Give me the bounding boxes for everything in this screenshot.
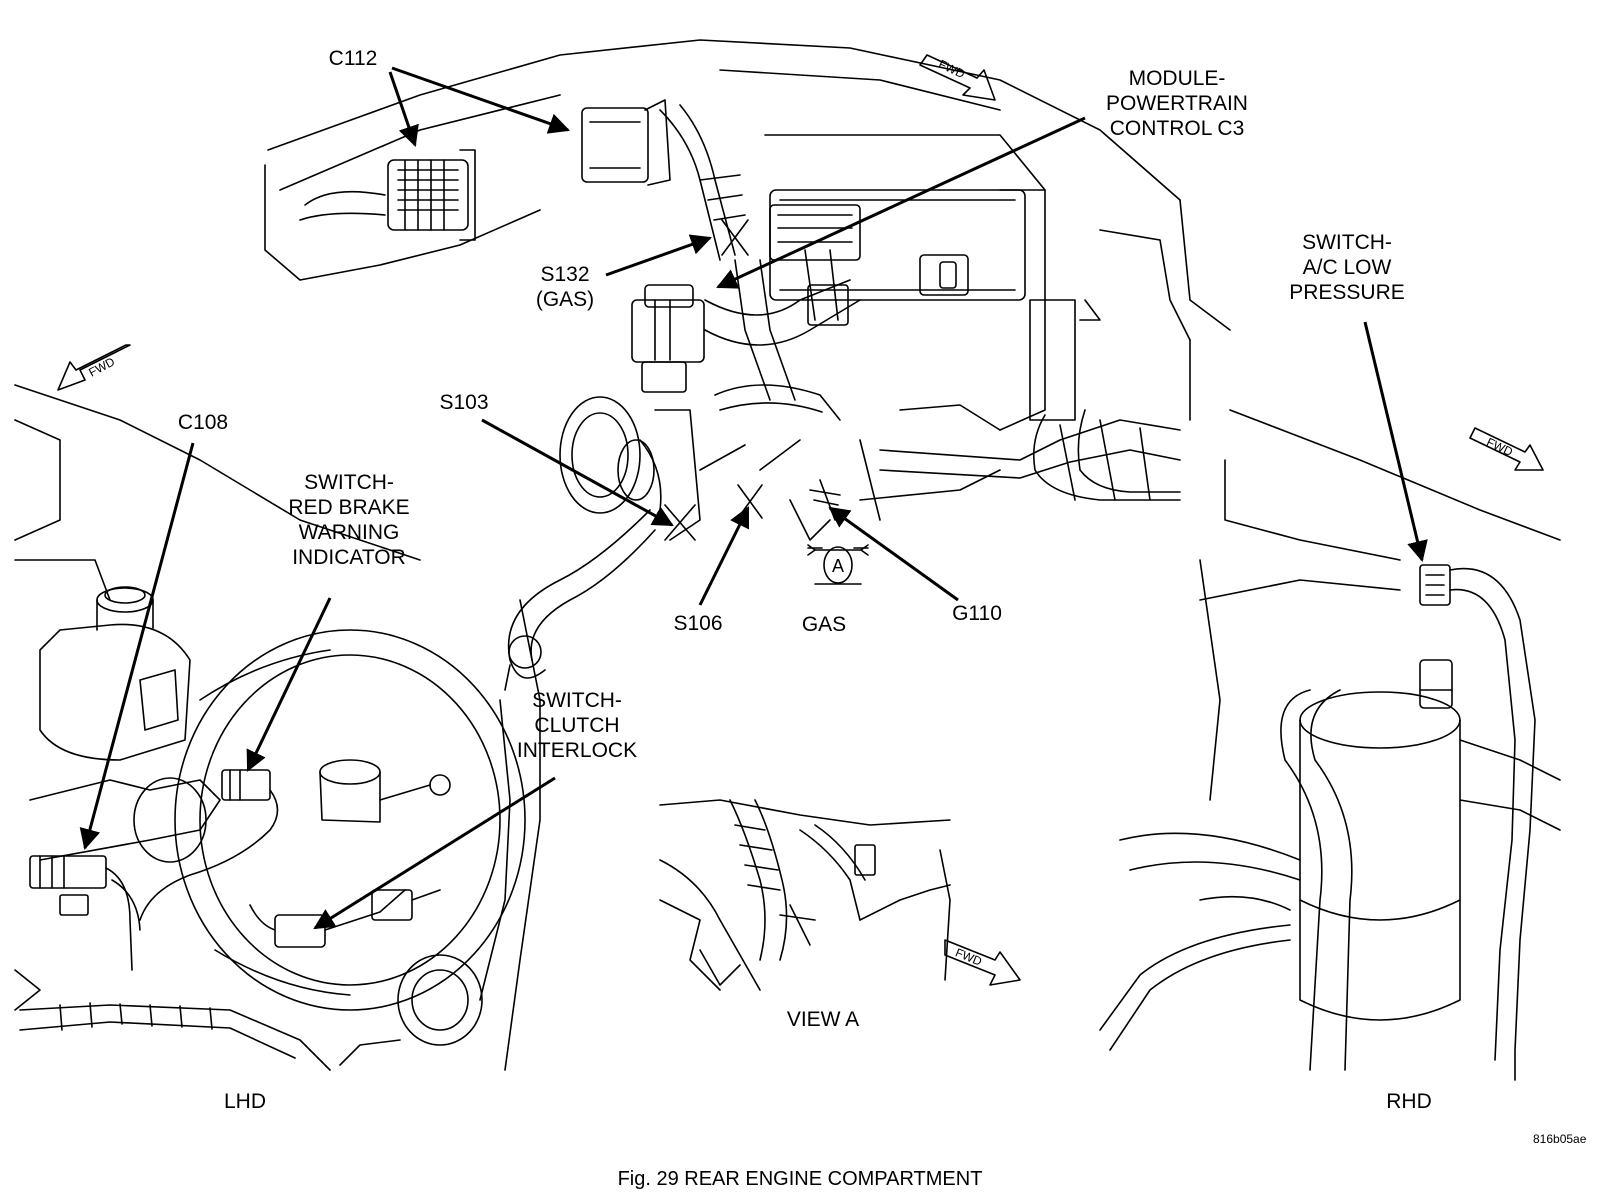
label-c112: C112 — [328, 47, 378, 70]
label-line: SWITCH- — [304, 471, 394, 494]
label-s103: S103 — [439, 391, 489, 414]
label-line: (GAS) — [535, 288, 595, 311]
rhd-view-drawing — [1099, 409, 1561, 1081]
fwd-arrow-icons — [57, 54, 1544, 986]
label-switch-clutch-interlock: SWITCH- CLUTCH INTERLOCK — [517, 688, 637, 763]
label-line: SWITCH- — [1302, 231, 1392, 254]
label-lhd: LHD — [223, 1090, 267, 1113]
view-a-marker — [807, 544, 869, 585]
label-line: PRESSURE — [1289, 281, 1405, 304]
leader-lines — [79, 66, 1428, 930]
label-switch-ac-low-pressure: SWITCH- A/C LOW PRESSURE — [1289, 230, 1405, 305]
label-s132-gas: S132 (GAS) — [536, 262, 594, 312]
figure-caption: Fig. 29 REAR ENGINE COMPARTMENT — [617, 1168, 983, 1190]
label-line: SWITCH- — [532, 689, 622, 712]
label-line: INTERLOCK — [516, 739, 638, 762]
label-view-marker-a: A — [831, 556, 845, 576]
label-view-a: VIEW A — [786, 1008, 860, 1031]
lhd-view-drawing — [14, 384, 541, 1071]
label-line: CLUTCH — [534, 714, 620, 737]
label-line: POWERTRAIN — [1106, 92, 1248, 115]
label-line: MODULE- — [1128, 67, 1226, 90]
label-line: INDICATOR — [292, 546, 406, 569]
top-view-drawing — [264, 39, 1231, 691]
label-s106: S106 — [673, 612, 723, 635]
label-c108: C108 — [177, 411, 229, 434]
label-line: S132 — [540, 263, 590, 286]
label-switch-red-brake-warning-indicator: SWITCH- RED BRAKE WARNING INDICATOR — [288, 470, 409, 570]
label-line: WARNING — [298, 521, 400, 544]
view-a-drawing — [659, 799, 951, 991]
label-g110: G110 — [952, 602, 1002, 625]
label-line: A/C LOW — [1302, 256, 1392, 279]
label-module-powertrain-control-c3: MODULE- POWERTRAIN CONTROL C3 — [1106, 66, 1248, 141]
label-gas: GAS — [801, 613, 847, 636]
label-rhd: RHD — [1386, 1090, 1432, 1113]
figure-code: 816b05ae — [1533, 1132, 1587, 1146]
label-line: RED BRAKE — [288, 496, 410, 519]
label-line: CONTROL C3 — [1109, 117, 1245, 140]
